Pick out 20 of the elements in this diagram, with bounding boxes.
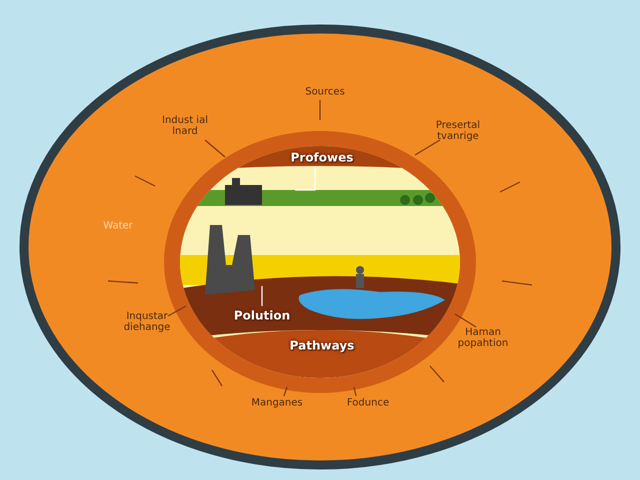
leader-line	[454, 313, 476, 328]
ring-label: Manganes	[251, 398, 303, 408]
leader-line	[353, 386, 357, 396]
zone-label: Polution	[234, 310, 290, 322]
ring-label: Inqustar diehange	[112, 311, 182, 333]
ring-label: Haman popahtion	[448, 327, 518, 349]
leader-line	[168, 305, 186, 317]
ring-label: Sources	[305, 86, 345, 98]
leader-line	[261, 286, 263, 306]
ring-label: Presertal tvanrige	[423, 120, 493, 142]
zone-label: Pathways	[290, 340, 354, 352]
zone-label: Profowes	[290, 152, 354, 164]
ring-label: Fodunce	[346, 398, 390, 408]
leader-line	[319, 100, 321, 120]
leader-line	[204, 140, 226, 158]
leader-line	[283, 386, 288, 396]
zone-label: Water	[103, 220, 133, 232]
leader-line	[295, 166, 316, 191]
ring-label: Indust ial lnard	[150, 115, 220, 137]
leader-line	[414, 139, 440, 156]
